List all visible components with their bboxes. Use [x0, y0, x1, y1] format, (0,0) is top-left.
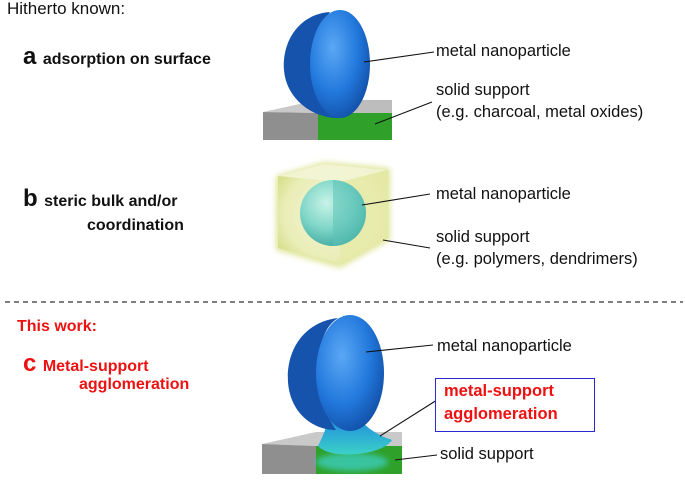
panel-c-agglomeration-label-line1: metal-support [444, 382, 555, 400]
panel-a-heading: a adsorption on surface [23, 43, 211, 71]
panel-a-letter: a [23, 43, 37, 70]
panel-c-letter: c [23, 350, 37, 377]
panel-a-particle-label: metal nanoparticle [436, 42, 571, 60]
panel-b-title-line2: coordination [87, 217, 184, 234]
this-work-label: This work: [17, 318, 98, 335]
panel-a-support-examples: (e.g. charcoal, metal oxides) [436, 103, 644, 121]
panel-c-agglomeration-label-line2: agglomeration [444, 405, 558, 423]
panel-c-support-label: solid support [440, 445, 534, 463]
hitherto-label: Hitherto known: [7, 0, 126, 18]
panel-c-nanoparticle [287, 315, 392, 471]
agglomeration-callout-box: metal-support agglomeration [435, 378, 595, 432]
panel-b-nanoparticle [300, 180, 366, 246]
panel-a-nanoparticle [283, 10, 370, 118]
panel-c-title-line2: agglomeration [79, 376, 190, 393]
panel-b-support-examples: (e.g. polymers, dendrimers) [436, 250, 638, 268]
panel-c-heading: c Metal-support [23, 350, 149, 378]
panel-a-title: adsorption on surface [42, 51, 211, 68]
panel-c-particle-label: metal nanoparticle [437, 337, 572, 355]
panel-c-title-line1: Metal-support [42, 358, 149, 375]
panel-b-heading: b steric bulk and/or [23, 185, 178, 213]
panel-b-title-line1: steric bulk and/or [44, 193, 178, 210]
panel-b-letter: b [23, 185, 38, 212]
panel-b-support-label: solid support [436, 228, 530, 246]
panel-a-support-label: solid support [436, 81, 530, 99]
panel-b-particle-label: metal nanoparticle [436, 185, 571, 203]
leader-lines [361, 51, 438, 461]
